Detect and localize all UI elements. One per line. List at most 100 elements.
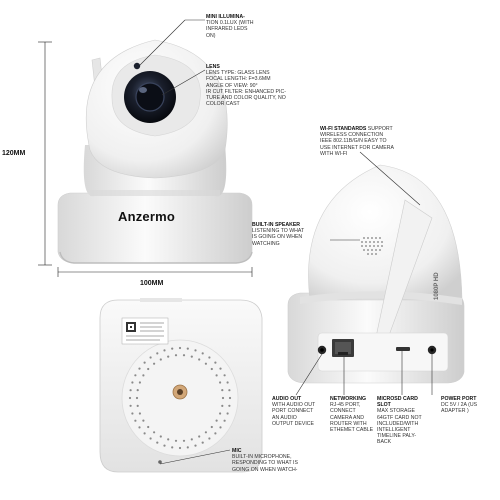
speaker-hole [208,437,211,440]
speaker-hole [198,358,201,361]
1080p-label: 1080P HD [434,272,440,300]
speaker-hole [134,419,137,422]
speaker-hole [182,439,186,442]
ir-sensor [133,62,141,70]
callout-audio-out-line: AN AUDIO [272,414,297,421]
speaker-hole [138,381,141,384]
callout-speaker-line: IS GOING ON WHEN [252,234,303,241]
callout-networking-title: NETWORKING [330,396,367,402]
speaker-hole [194,444,197,447]
speaker-hole [221,389,224,392]
speaker-hole [219,412,222,415]
callout-mic-line: BUILT-IN MICROPHONE, [232,454,292,461]
speaker-hole [138,367,141,370]
speaker-hole [214,361,217,364]
speaker-hole [171,347,174,350]
callout-mini-illumination-line: ON) [206,32,216,39]
speaker-hole [226,381,229,384]
speaker-hole [163,349,166,352]
speaker-grill [361,237,383,255]
callout-power-title: POWER PORT [441,396,477,402]
speaker-hole [156,352,159,355]
callout-power-line: DC 5V / 2A (US [441,402,478,409]
callout-wifi-line: WITH WI-FI [320,150,348,157]
speaker-hole [174,439,178,442]
speaker-hole [201,352,204,355]
callout-networking-line: CAMERA AND [330,414,365,421]
speaker-hole [215,374,218,377]
speaker-hole [147,367,150,371]
callout-speaker-line: LISTENING TO WHAT [252,228,305,235]
callout-microsd-line: BACK [377,439,392,446]
callout-power-line: ADAPTER ) [441,408,469,415]
callout-wifi: WI-FI STANDARDS SUPPORT WIRELESS CONNECT… [320,126,460,157]
callout-microsd-line: INTELLIGENT [377,427,411,434]
callout-audio-out-line: WITH AUDIO OUT [272,402,316,409]
speaker-hole [163,444,166,447]
speaker-hole [135,396,139,400]
speaker-hole [228,396,232,400]
callout-lens: LENS LENS TYPE: GLASS LENS FOCAL LENGTH:… [206,64,326,107]
callout-speaker-title: BUILT-IN SPEAKER [252,222,301,228]
callout-lens-title: LENS [206,64,220,70]
callout-networking-line: ETHEMET CABLE [330,427,374,434]
speaker-hole [138,412,141,415]
speaker-hole [142,419,145,422]
speaker-hole [194,349,197,352]
width-dimension: 100MM [140,280,164,287]
callout-mini-illumination: MINI ILLUMINA- TION 0.1LUX (WITH INFRARE… [206,14,306,39]
speaker-hole [131,412,134,415]
callout-lens-line: LENS TYPE: GLASS LENS [206,70,270,77]
callout-mini-illumination-line: TION 0.1LUX (WITH [206,20,254,27]
speaker-hole [221,404,224,407]
speaker-hole [153,362,156,365]
callout-lens-line: COLOR CAST [206,101,240,108]
callout-audio-out: AUDIO OUT WITH AUDIO OUT PORT CONNECT AN… [272,396,332,427]
speaker-hole [208,356,211,359]
callout-speaker: BUILT-IN SPEAKER LISTENING TO WHAT IS GO… [252,222,332,247]
speaker-hole [149,356,152,359]
callout-mic-line: RESPONDING TO WHAT IS [232,460,298,467]
microsd-slot [396,347,410,351]
height-dimension: 120MM [2,150,26,157]
speaker-hole [223,419,226,422]
speaker-hole [223,374,226,377]
callout-microsd-line: INCLUDED/WITH [377,420,419,427]
callout-networking-line: ROUTER WITH [330,420,367,427]
callout-networking-line: RJ-45 PORT, [330,402,361,409]
back-camera-view [287,164,465,384]
speaker-holes [128,346,232,450]
callout-mini-illumination-line: INFRARED LEDS [206,26,248,33]
callout-wifi-line: IEEE 802.11B/G/N EASY TO [320,138,387,145]
mic-callout-line [159,449,231,465]
back-dome [308,164,463,301]
speaker-hole [221,396,225,400]
speaker-hole [136,404,139,407]
speaker-hole [167,438,170,441]
callout-lens-line: FOCAL LENGTH: F=3.6MM [206,76,271,83]
callout-microsd: MICROSD CARD SLOT MAX STORAGE 64GTF CARD… [377,396,439,446]
speaker-hole [147,425,150,429]
callout-lens-line: TURE AND COLOR QUALITY, NO [206,95,286,102]
speaker-hole [204,431,207,434]
callout-microsd-line: 64GTF CARD NOT [377,414,422,421]
speaker-hole [131,381,134,384]
callout-mic-title: MIC [232,448,242,454]
callout-speaker-line: WATCHING [252,240,280,247]
bottom-camera-view [99,298,263,473]
callout-lens-line: IR CUT FILTER: ENHANCED PIC- [206,88,286,95]
speaker-hole [159,358,162,361]
speaker-hole [178,446,182,450]
speaker-hole [186,446,189,449]
callout-wifi-title: WI-FI STANDARDS [320,126,367,132]
speaker-hole [228,404,231,407]
speaker-hole [128,396,132,400]
callout-microsd-title: MICROSD CARD [377,396,418,402]
speaker-hole [226,412,229,415]
speaker-hole [143,361,146,364]
speaker-hole [143,432,146,435]
width-dimension-line [57,267,253,277]
speaker-hole [149,437,152,440]
callout-wifi-line: WIRELESS CONNECTION [320,132,384,139]
